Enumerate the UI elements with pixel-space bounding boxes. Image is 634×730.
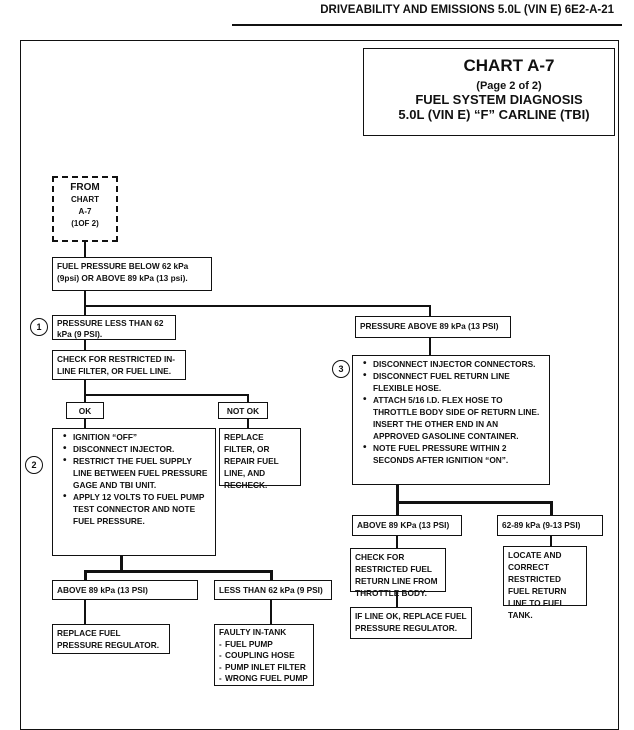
connector: [84, 242, 86, 257]
connector: [84, 394, 86, 402]
replace-regulator-left-box: REPLACE FUEL PRESSURE REGULATOR.: [52, 624, 170, 654]
injector-test-steps-box: IGNITION “OFF” DISCONNECT INJECTOR. REST…: [52, 428, 216, 556]
connector: [84, 394, 248, 396]
line-ok-replace-regulator-box: IF LINE OK, REPLACE FUEL PRESSURE REGULA…: [350, 607, 472, 639]
connector: [396, 501, 399, 515]
replace-filter-box: REPLACE FILTER, OR REPAIR FUEL LINE, AND…: [219, 428, 301, 490]
connector: [429, 305, 431, 316]
range-62-89-box: 62-89 kPa (9-13 PSI): [497, 515, 603, 536]
connector: [84, 418, 86, 428]
callout-2: 2: [25, 456, 43, 474]
connector: [120, 556, 123, 572]
connector: [84, 570, 87, 580]
locate-restriction-box: LOCATE AND CORRECT RESTRICTED FUEL RETUR…: [503, 546, 587, 620]
connector: [270, 570, 273, 580]
chart-title: CHART A-7: [463, 56, 555, 75]
connector: [247, 418, 249, 428]
connector: [84, 380, 86, 394]
pressure-high-box: PRESSURE ABOVE 89 kPa (13 PSI): [355, 316, 511, 338]
injector-test-steps: IGNITION “OFF” DISCONNECT INJECTOR. REST…: [59, 431, 211, 527]
connector: [84, 339, 86, 350]
connector: [84, 600, 86, 624]
header-rule: [232, 24, 622, 26]
above-89-right-box: ABOVE 89 KPa (13 PSI): [352, 515, 462, 536]
callout-3: 3: [332, 360, 350, 378]
connector: [429, 338, 431, 355]
start-condition-box: FUEL PRESSURE BELOW 62 kPa (9psi) OR ABO…: [52, 257, 212, 291]
return-line-test-box: DISCONNECT INJECTOR CONNECTORS. DISCONNE…: [352, 355, 550, 485]
connector: [84, 570, 272, 573]
ok-box: OK: [66, 402, 104, 419]
connector: [84, 305, 86, 315]
faulty-in-tank-box: FAULTY IN-TANK FUEL PUMP COUPLING HOSE P…: [214, 624, 314, 686]
less-62-left-box: LESS THAN 62 kPa (9 PSI): [214, 580, 332, 600]
pressure-low-box: PRESSURE LESS THAN 62 kPa (9 PSI).: [52, 315, 176, 340]
callout-1: 1: [30, 318, 48, 336]
connector: [396, 536, 398, 548]
page-header: DRIVEABILITY AND EMISSIONS 5.0L (VIN E) …: [320, 4, 614, 16]
check-inline-filter-box: CHECK FOR RESTRICTED IN-LINE FILTER, OR …: [52, 350, 186, 380]
connector: [84, 305, 430, 307]
chart-subtitle: FUEL SYSTEM DIAGNOSIS: [415, 92, 583, 107]
chart-title-block: CHART A-7 (Page 2 of 2) FUEL SYSTEM DIAG…: [363, 48, 615, 136]
chart-page: (Page 2 of 2): [476, 80, 542, 92]
connector: [84, 291, 86, 306]
from-chart-box: FROM CHART A-7 (1OF 2): [52, 176, 118, 242]
return-line-test-steps: DISCONNECT INJECTOR CONNECTORS. DISCONNE…: [359, 358, 545, 466]
chart-vehicle: 5.0L (VIN E) “F” CARLINE (TBI): [398, 107, 590, 122]
connector: [270, 600, 272, 624]
above-89-left-box: ABOVE 89 kPa (13 PSI): [52, 580, 198, 600]
connector: [247, 394, 249, 402]
connector: [396, 592, 398, 607]
not-ok-box: NOT OK: [218, 402, 268, 419]
faulty-list: FUEL PUMP COUPLING HOSE PUMP INLET FILTE…: [219, 639, 309, 685]
connector: [396, 501, 552, 504]
connector: [550, 501, 553, 515]
connector: [550, 536, 552, 546]
check-return-line-box: CHECK FOR RESTRICTED FUEL RETURN LINE FR…: [350, 548, 446, 598]
connector: [396, 485, 399, 503]
